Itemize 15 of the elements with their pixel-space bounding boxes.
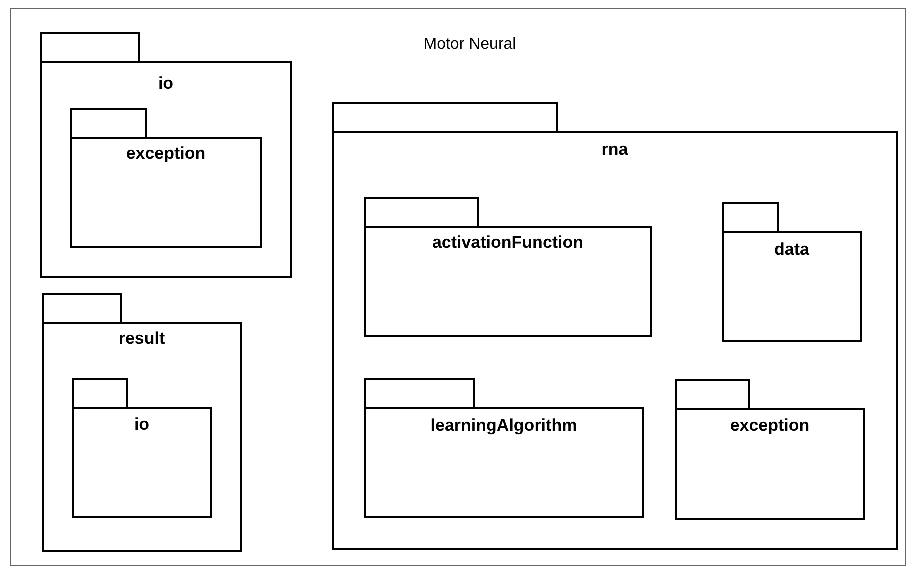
package-name: learningAlgorithm [430,416,578,436]
diagram-title: Motor Neural [422,36,518,54]
package-name: io [158,74,174,94]
package-name: io [134,415,150,435]
package-box [42,293,242,552]
package-name: activationFunction [432,233,584,253]
package-name: rna [602,140,628,160]
package-name: exception [730,416,810,436]
package-box [364,197,652,337]
package-name: result [118,329,166,349]
package-box [364,378,644,518]
package-name: data [774,240,810,260]
package-box [332,102,898,550]
package-name: exception [126,144,206,164]
package-box [40,32,292,278]
